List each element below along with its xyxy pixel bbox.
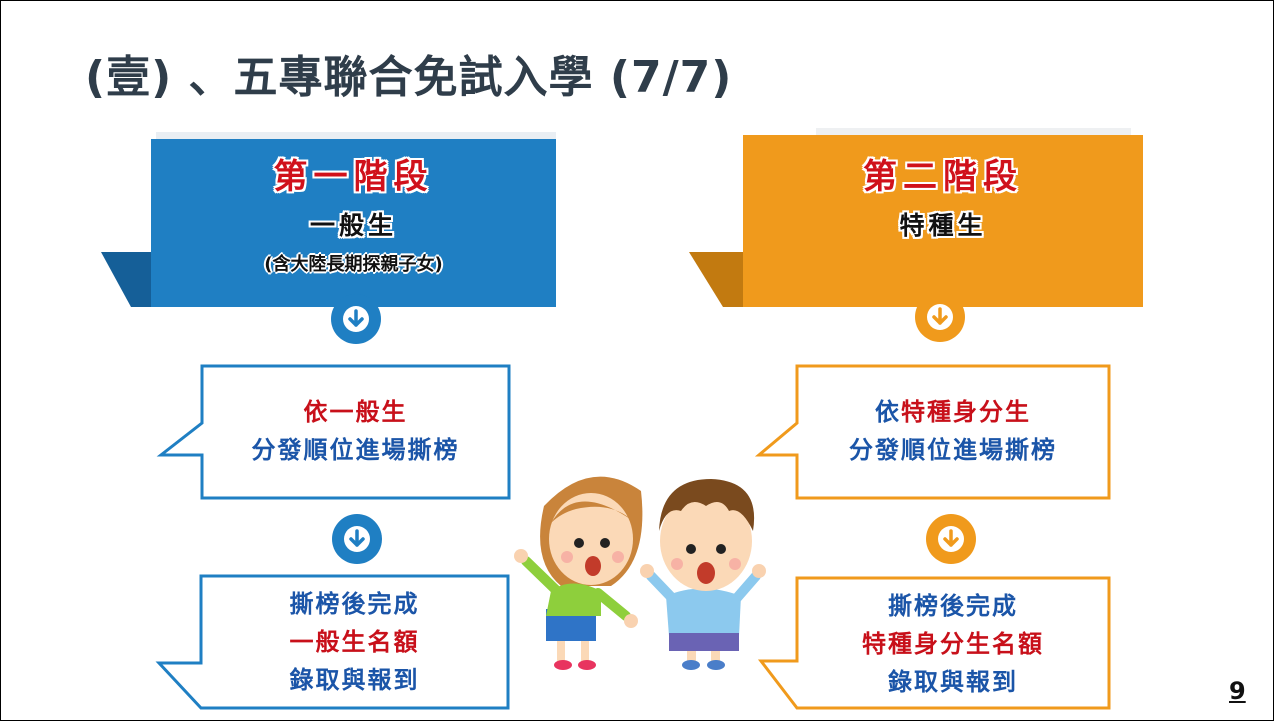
right-box1-text: 依特種身分生 分發順位進場撕榜 bbox=[797, 393, 1109, 469]
left-callout-box-1 bbox=[156, 364, 511, 500]
left-note-label: (含大陸長期探親子女) bbox=[264, 254, 443, 275]
left-ribbon-fold bbox=[101, 252, 151, 307]
left-box2-text: 撕榜後完成 一般生名額 錄取與報到 bbox=[201, 585, 508, 699]
right-stage-label: 第二階段 bbox=[863, 157, 1023, 197]
arrow-down-circle-icon bbox=[926, 514, 976, 564]
right-callout-box-1 bbox=[754, 364, 1111, 500]
left-header-ribbon bbox=[101, 132, 556, 307]
arrow-down-circle-icon bbox=[332, 514, 382, 564]
left-header-text: 第一階段 一般生 (含大陸長期探親子女) bbox=[151, 149, 556, 276]
right-box1-line1: 依特種身分生 bbox=[875, 398, 1031, 426]
left-box1-line2: 分發順位進場撕榜 bbox=[251, 436, 460, 464]
left-callout-box-2 bbox=[155, 574, 510, 710]
left-box2-line2: 一般生名額 bbox=[289, 628, 420, 656]
arrow-down-circle-icon bbox=[915, 292, 965, 342]
left-box2-line1: 撕榜後完成 bbox=[289, 590, 420, 618]
left-stage-label: 第一階段 bbox=[273, 157, 434, 197]
left-box1-line1: 依一般生 bbox=[303, 398, 408, 426]
boy-illustration bbox=[640, 479, 766, 670]
page-number: 9 bbox=[1229, 677, 1246, 705]
right-box1-line1-text: 特種身分生 bbox=[901, 398, 1031, 426]
right-header-ribbon bbox=[689, 128, 1143, 307]
left-box2-line3: 錄取與報到 bbox=[289, 666, 420, 694]
right-header-text: 第二階段 特種生 bbox=[743, 149, 1143, 242]
right-box2-line2: 特種身分生名額 bbox=[862, 630, 1044, 658]
left-header-panel bbox=[151, 139, 556, 307]
right-ribbon-fold bbox=[689, 252, 743, 307]
arrow-down-circle-icon bbox=[331, 294, 381, 344]
right-box2-line1: 撕榜後完成 bbox=[888, 592, 1018, 620]
right-box2-text: 撕榜後完成 特種身分生名額 錄取與報到 bbox=[797, 587, 1109, 701]
right-callout-box-2 bbox=[757, 576, 1111, 710]
right-box2-line3: 錄取與報到 bbox=[888, 668, 1018, 696]
page-title: (壹) 、五專聯合免試入學 (7/7) bbox=[85, 52, 733, 103]
left-group-label: 一般生 bbox=[309, 211, 397, 240]
right-header-panel bbox=[743, 135, 1143, 307]
left-box1-text: 依一般生 分發順位進場撕榜 bbox=[202, 393, 509, 469]
right-box1-line2: 分發順位進場撕榜 bbox=[849, 436, 1057, 464]
girl-illustration bbox=[514, 476, 643, 670]
right-group-label: 特種生 bbox=[899, 211, 987, 240]
